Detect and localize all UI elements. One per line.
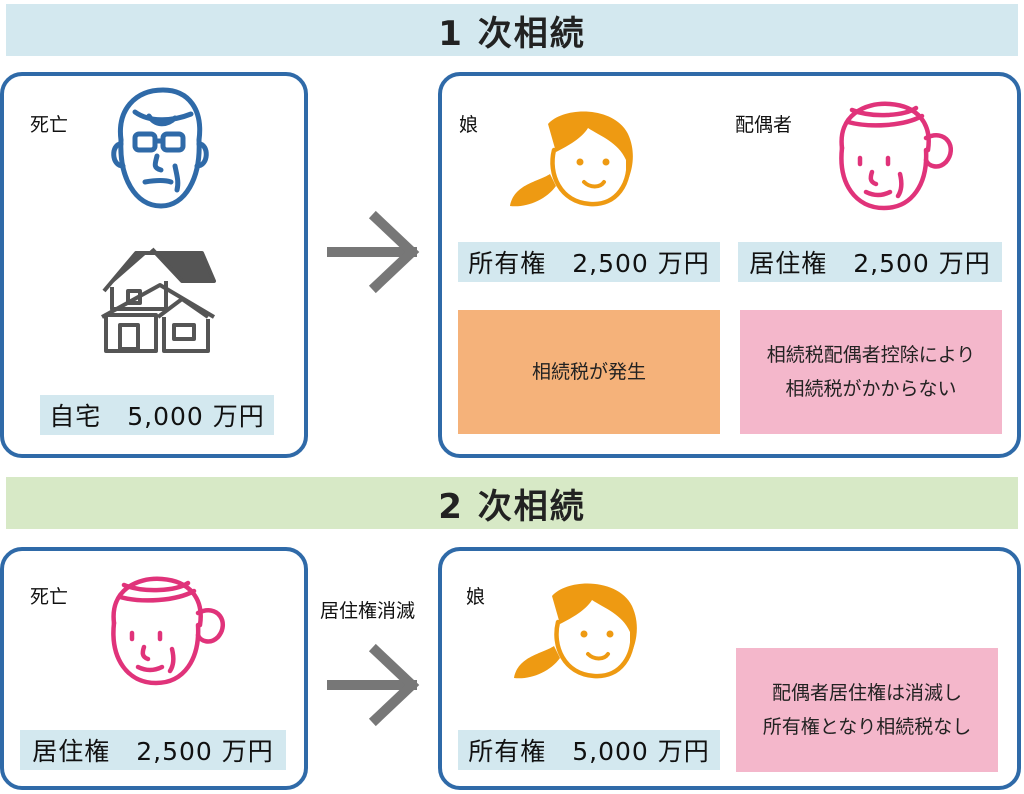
house-icon	[101, 247, 216, 353]
right-arrow-icon	[327, 210, 420, 294]
second-inheritance-title: 2 次相続	[6, 477, 1018, 529]
father-with-glasses-icon	[111, 87, 209, 209]
second-arrow-label: 居住権消滅	[320, 600, 416, 622]
first-spouse-label: 配偶者	[735, 114, 793, 136]
second-deceased-label: 死亡	[30, 586, 69, 608]
second-spouse-right-note: 配偶者居住権は消滅し 所有権となり相続税なし	[736, 648, 998, 772]
second-deceased-asset-box: 居住権 2,500 万円	[20, 730, 286, 770]
spouse-elderly-woman-icon	[111, 576, 225, 686]
first-daughter-tax-note: 相続税が発生	[458, 310, 720, 434]
first-spouse-tax-note: 相続税配偶者控除により 相続税がかからない	[740, 310, 1002, 434]
first-spouse-tax-note-line2: 相続税がかからない	[785, 378, 957, 400]
second-daughter-right-box: 所有権 5,000 万円	[458, 730, 720, 770]
first-daughter-tax-note-text: 相続税が発生	[531, 361, 646, 383]
first-daughter-right-box: 所有権 2,500 万円	[458, 242, 720, 282]
first-spouse-tax-note-line1: 相続税配偶者控除により	[766, 344, 976, 366]
second-note-line1: 配偶者居住権は消滅し	[771, 682, 962, 704]
first-inheritance-title: 1 次相続	[6, 4, 1018, 56]
second-daughter-label: 娘	[466, 586, 486, 608]
daughter-ponytail-icon	[510, 111, 633, 207]
first-spouse-right-box: 居住権 2,500 万円	[738, 242, 1002, 282]
daughter-ponytail-icon	[514, 583, 637, 679]
first-deceased-asset-box: 自宅 5,000 万円	[40, 395, 274, 435]
first-daughter-label: 娘	[459, 114, 479, 136]
right-arrow-icon	[327, 643, 420, 727]
first-deceased-label: 死亡	[30, 114, 69, 136]
spouse-elderly-woman-icon	[839, 101, 953, 211]
second-note-line2: 所有権となり相続税なし	[762, 716, 972, 738]
